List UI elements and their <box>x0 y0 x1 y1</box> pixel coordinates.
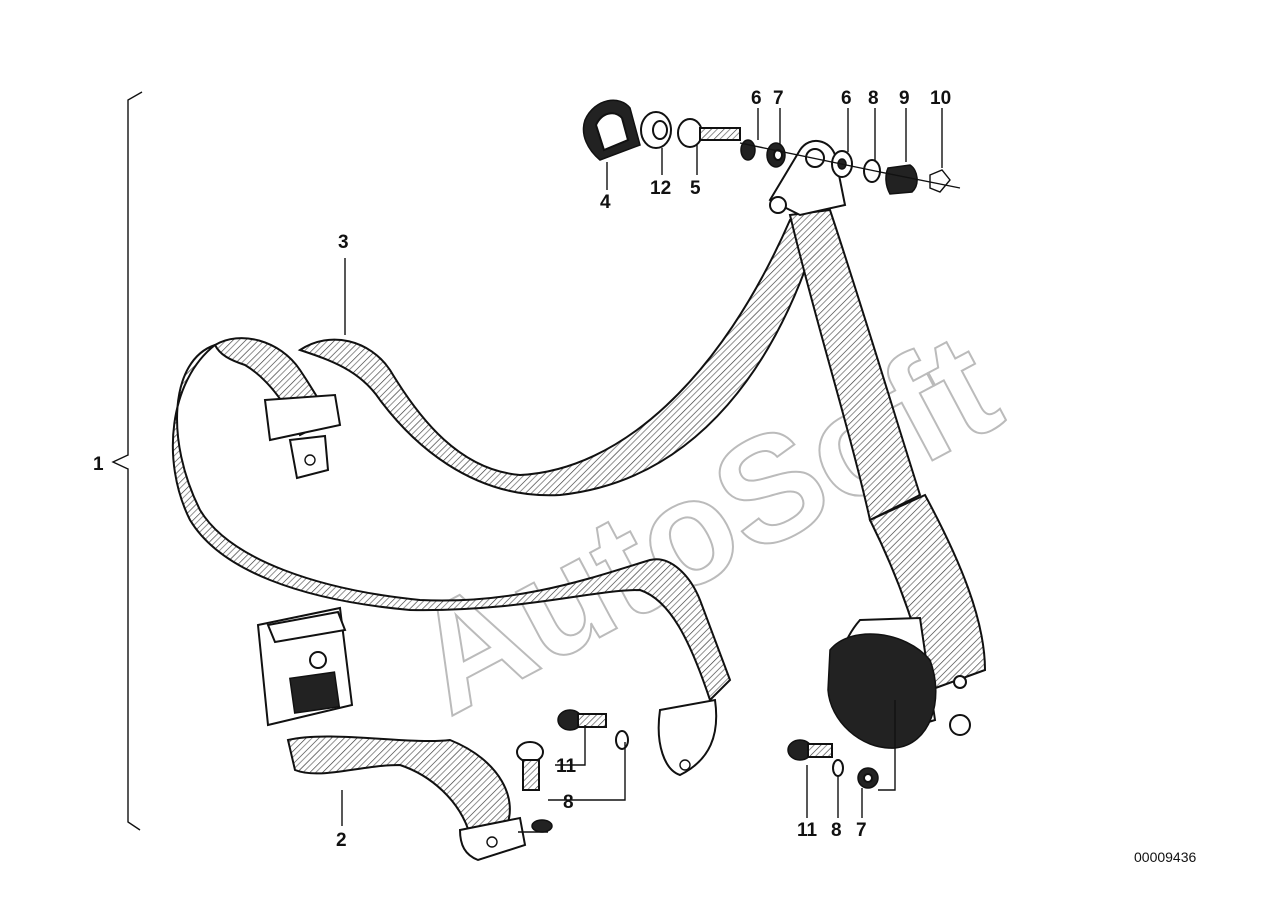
upper-mounting-hardware <box>582 99 961 195</box>
callout-6a: 6 <box>751 88 762 109</box>
callout-5: 5 <box>690 178 701 199</box>
callout-10: 10 <box>930 88 951 109</box>
belt-retractor <box>827 493 987 749</box>
drawing-code: 00009436 <box>1134 849 1197 865</box>
callout-9: 9 <box>899 88 910 109</box>
leader-lines <box>341 108 943 833</box>
callout-4: 4 <box>600 192 611 213</box>
callout-11b: 11 <box>797 820 818 841</box>
callout-11a: 11 <box>556 756 577 777</box>
callout-3: 3 <box>338 232 349 253</box>
callout-7b: 7 <box>856 820 867 841</box>
lower-anchor-plate <box>657 698 718 777</box>
callout-8b: 8 <box>563 792 574 813</box>
callout-8c: 8 <box>831 820 842 841</box>
callout-1: 1 <box>93 454 104 475</box>
assembly-bracket <box>111 91 143 831</box>
callout-12: 12 <box>650 178 671 199</box>
callout-7a: 7 <box>773 88 784 109</box>
upper-anchor-plate <box>768 140 847 217</box>
belt-buckle-2 <box>256 606 527 862</box>
callout-2: 2 <box>336 830 347 851</box>
callout-6b: 6 <box>841 88 852 109</box>
belt-webbing-3 <box>171 208 922 702</box>
callout-8a: 8 <box>868 88 879 109</box>
